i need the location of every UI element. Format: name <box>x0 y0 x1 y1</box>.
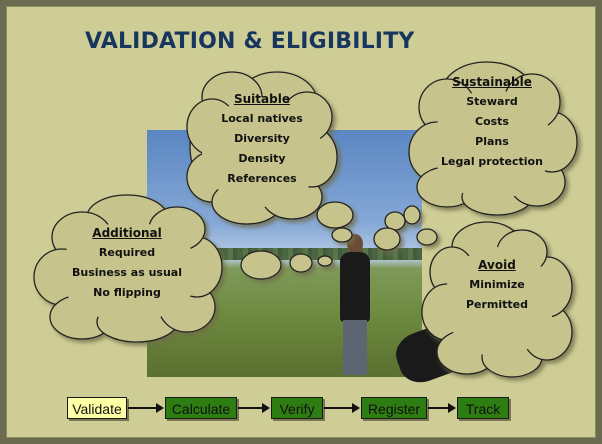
additional-cloud-shape <box>33 194 223 343</box>
additional-item: Business as usual <box>72 266 182 279</box>
suitable-cloud: Suitable Local natives Diversity Density… <box>202 89 322 189</box>
avoid-cloud: Avoid Minimize Permitted <box>447 255 547 315</box>
arrow-icon <box>238 403 270 413</box>
thought-bubbles <box>240 201 438 280</box>
step-validate: Validate <box>67 397 127 419</box>
process-flow: Validate Calculate Verify Register Track <box>7 397 595 427</box>
additional-item: No flipping <box>93 286 161 299</box>
slide-title: VALIDATION & ELIGIBILITY <box>85 29 415 54</box>
step-verify: Verify <box>271 397 323 419</box>
suitable-item: Local natives <box>221 112 303 125</box>
additional-heading: Additional <box>92 226 162 240</box>
avoid-item: Permitted <box>465 298 529 311</box>
avoid-heading: Avoid <box>478 258 516 272</box>
person-body <box>340 252 370 322</box>
sustainable-cloud-shape <box>408 61 578 216</box>
suitable-item: References <box>227 172 297 185</box>
thought-clouds <box>33 61 578 378</box>
step-calculate: Calculate <box>165 397 237 419</box>
avoid-item: Minimize <box>469 278 525 291</box>
sustainable-item: Legal protection <box>441 155 543 168</box>
additional-cloud: Additional Required Business as usual No… <box>62 223 192 303</box>
avoid-cloud-shape <box>421 221 573 378</box>
slide: VALIDATION & ELIGIBILITY <box>6 6 596 438</box>
arrow-icon <box>428 403 456 413</box>
step-register: Register <box>361 397 427 419</box>
additional-item: Required <box>98 246 156 259</box>
suitable-item: Density <box>238 152 286 165</box>
sustainable-heading: Sustainable <box>452 75 532 89</box>
sustainable-item: Plans <box>475 135 509 148</box>
person-legs <box>343 320 367 375</box>
suitable-heading: Suitable <box>234 92 290 106</box>
suitable-item: Diversity <box>234 132 290 145</box>
arrow-icon <box>324 403 360 413</box>
arrow-icon <box>128 403 164 413</box>
step-track: Track <box>457 397 509 419</box>
sustainable-item: Costs <box>475 115 509 128</box>
sustainable-item: Steward <box>466 95 518 108</box>
suitable-cloud-shape <box>186 71 338 225</box>
sustainable-cloud: Sustainable Steward Costs Plans Legal pr… <box>432 72 552 172</box>
